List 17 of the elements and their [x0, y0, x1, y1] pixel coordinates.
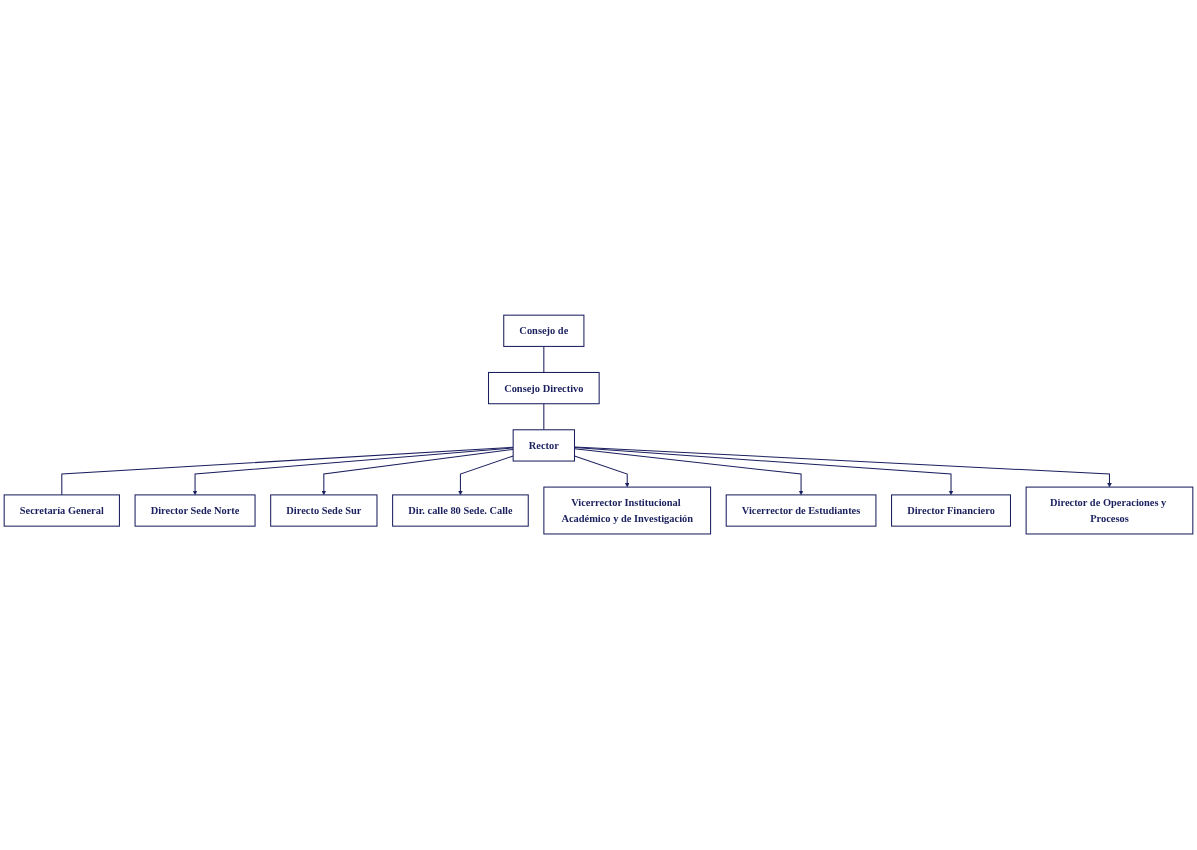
- node-box: Consejo Directivo: [488, 372, 600, 405]
- node-box: Consejo de: [503, 315, 585, 348]
- connector: [543, 346, 545, 374]
- node-box: Dir. calle 80 Sede. Calle: [392, 494, 529, 528]
- node-box: Director de Operaciones y Procesos: [1025, 487, 1194, 535]
- node-box: Vicerrector Institucional Académico y de Investigación: [543, 487, 712, 535]
- node-box: Secretaría General: [3, 494, 120, 528]
- connector: [543, 403, 545, 431]
- node-box: Vicerrector de Estudiantes: [725, 494, 877, 528]
- node-box: Director Sede Norte: [134, 494, 256, 528]
- arrow: [321, 449, 514, 496]
- node-box: Rector: [512, 429, 575, 462]
- node-box: Director Financiero: [891, 494, 1011, 528]
- arrow: [192, 447, 514, 496]
- connector: [61, 447, 514, 496]
- arrow: [458, 455, 514, 496]
- node-box: Directo Sede Sur: [270, 494, 378, 528]
